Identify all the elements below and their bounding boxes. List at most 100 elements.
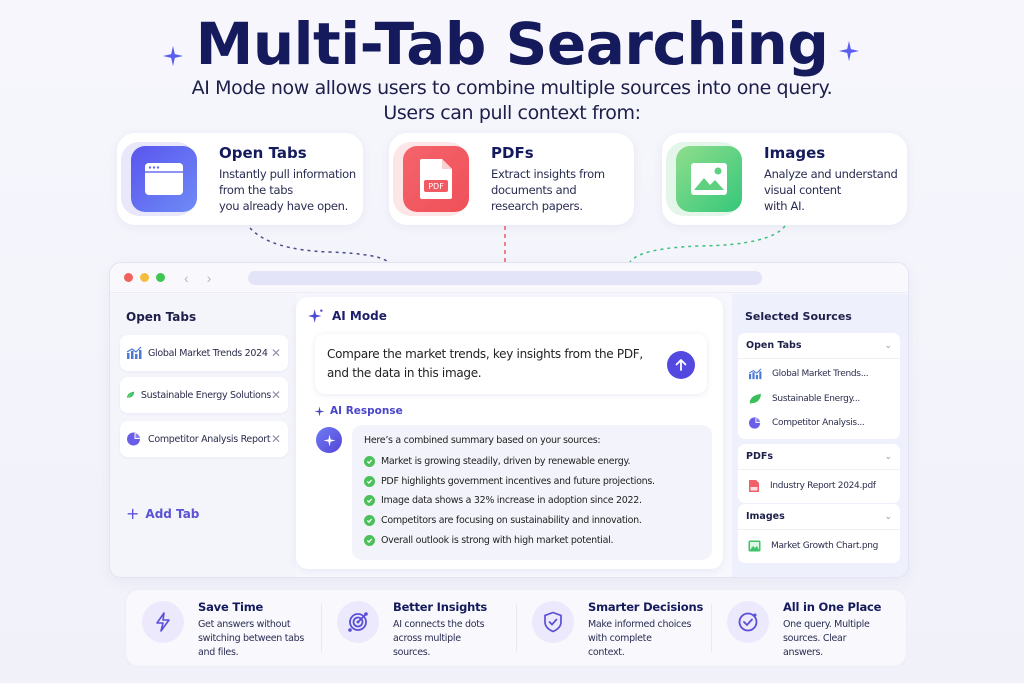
benefit-desc: Make informed choices (588, 619, 692, 630)
target-icon (337, 601, 379, 643)
source-item[interactable]: Industry Report 2024.pdf (738, 474, 900, 499)
leaf-icon (749, 393, 761, 404)
leaf-icon (126, 391, 135, 399)
close-window-button[interactable] (124, 273, 133, 282)
check-icon (364, 495, 375, 507)
source-label: Competitor Analysis... (772, 418, 865, 429)
benefits-bar: Save Time Get answers without switching … (125, 589, 907, 667)
tab-label: Competitor Analysis Report (148, 433, 271, 445)
add-tab-label: Add Tab (145, 506, 200, 521)
response-bullet: Overall outlook is strong with high mark… (364, 530, 700, 550)
feature-card-images: Images Analyze and understand visual con… (662, 133, 907, 225)
source-label: Global Market Trends... (772, 369, 869, 380)
address-bar[interactable] (248, 271, 762, 285)
benefit-title: Better Insights (393, 600, 488, 614)
benefit-desc: sources. Clear (783, 633, 847, 644)
check-icon (364, 534, 375, 546)
prompt-input[interactable]: Compare the market trends, key insights … (315, 334, 707, 394)
minimize-window-button[interactable] (140, 273, 149, 282)
selected-sources-heading: Selected Sources (745, 310, 852, 323)
source-item[interactable]: Competitor Analysis... (738, 411, 900, 436)
group-header[interactable]: PDFs ⌄ (738, 444, 900, 470)
source-group-open-tabs: Open Tabs ⌄ Global Market Trends... Sust… (738, 333, 900, 439)
card-title: Images (764, 144, 826, 162)
benefit-desc: with complete (588, 633, 652, 644)
source-label: Market Growth Chart.png (771, 541, 879, 552)
image-icon (676, 146, 742, 212)
sparkle-right-icon (838, 40, 860, 62)
bullet-text: Competitors are focusing on sustainabili… (381, 515, 642, 527)
tab-label: Global Market Trends 2024 (148, 347, 268, 359)
subtitle-line-1: AI Mode now allows users to combine mult… (191, 77, 833, 99)
open-tabs-heading: Open Tabs (126, 310, 197, 324)
card-desc: Extract insights from (491, 167, 605, 181)
group-header[interactable]: Open Tabs ⌄ (738, 333, 900, 359)
add-tab-button[interactable]: + Add Tab (126, 504, 199, 523)
bullet-text: Overall outlook is strong with high mark… (381, 534, 614, 546)
benefit-desc: across multiple (393, 633, 461, 644)
send-button[interactable] (667, 351, 695, 379)
check-icon (364, 456, 375, 468)
response-bullet: PDF highlights government incentives and… (364, 472, 700, 492)
svg-text:PDF: PDF (428, 182, 444, 191)
card-desc: Analyze and understand (764, 167, 898, 181)
benefit-all-in-one-place: All in One Place One query. Multiple sou… (711, 590, 906, 666)
card-title: PDFs (491, 144, 534, 162)
bullet-text: Market is growing steadily, driven by re… (381, 456, 631, 468)
tab-item-global-market[interactable]: Global Market Trends 2024 ✕ (120, 335, 288, 371)
selected-sources-panel: Selected Sources Open Tabs ⌄ Global Mark… (732, 294, 908, 577)
forward-arrow-icon[interactable]: › (206, 269, 212, 286)
source-item[interactable]: Sustainable Energy... (738, 387, 900, 412)
browser-window: ‹ › Open Tabs Global Market Trends 2024 … (109, 262, 909, 578)
sparkle-icon (314, 405, 325, 417)
connector-lines (249, 225, 786, 263)
tab-item-sustainable-energy[interactable]: Sustainable Energy Solutions ✕ (120, 377, 288, 413)
benefit-save-time: Save Time Get answers without switching … (126, 590, 321, 666)
prompt-text: Compare the market trends, key insights … (327, 347, 643, 361)
ai-mode-header: AI Mode (308, 308, 387, 324)
close-tab-icon[interactable]: ✕ (270, 432, 281, 446)
source-item[interactable]: Market Growth Chart.png (738, 534, 900, 559)
close-tab-icon[interactable]: ✕ (270, 388, 281, 402)
pie-chart-icon (749, 417, 761, 429)
benefit-desc: context. (588, 647, 625, 658)
chevron-down-icon[interactable]: ⌄ (884, 511, 892, 522)
ai-avatar (316, 427, 342, 453)
arrow-up-icon (675, 359, 687, 371)
pdf-file-icon: PDF (403, 146, 469, 212)
group-title: Images (746, 511, 785, 522)
close-tab-icon[interactable]: ✕ (270, 346, 281, 360)
chevron-down-icon[interactable]: ⌄ (884, 451, 892, 462)
group-title: Open Tabs (746, 340, 802, 351)
chevron-down-icon[interactable]: ⌄ (884, 340, 892, 351)
maximize-window-button[interactable] (156, 273, 165, 282)
check-icon (364, 515, 375, 527)
check-circle-icon (727, 601, 769, 643)
benefit-title: Save Time (198, 600, 264, 614)
ai-response-title: AI Response (330, 405, 403, 417)
group-header[interactable]: Images ⌄ (738, 504, 900, 530)
chart-icon (748, 368, 762, 380)
browser-chrome: ‹ › (110, 263, 908, 293)
check-icon (364, 475, 375, 487)
benefit-desc: sources. (393, 647, 431, 658)
image-icon (748, 540, 761, 552)
benefit-desc: switching between tabs (198, 633, 305, 644)
source-group-images: Images ⌄ Market Growth Chart.png (738, 504, 900, 563)
bullet-text: PDF highlights government incentives and… (381, 475, 655, 487)
card-desc: you already have open. (219, 199, 349, 213)
card-desc: Instantly pull information (219, 167, 356, 181)
sparkle-icon (323, 434, 335, 446)
benefit-desc: One query. Multiple (783, 619, 870, 630)
back-arrow-icon[interactable]: ‹ (184, 269, 189, 286)
tab-item-competitor-analysis[interactable]: Competitor Analysis Report ✕ (120, 421, 288, 457)
browser-window-icon (131, 146, 197, 212)
benefit-title: All in One Place (783, 600, 882, 614)
benefit-smarter-decisions: Smarter Decisions Make informed choices … (516, 590, 711, 666)
ai-mode-panel: AI Mode Compare the market trends, key i… (296, 297, 723, 569)
source-item[interactable]: Global Market Trends... (738, 362, 900, 387)
response-bullet: Market is growing steadily, driven by re… (364, 452, 700, 472)
page-title: Multi-Tab Searching (195, 10, 829, 78)
group-title: PDFs (746, 451, 773, 462)
sparkle-icon (308, 309, 323, 323)
